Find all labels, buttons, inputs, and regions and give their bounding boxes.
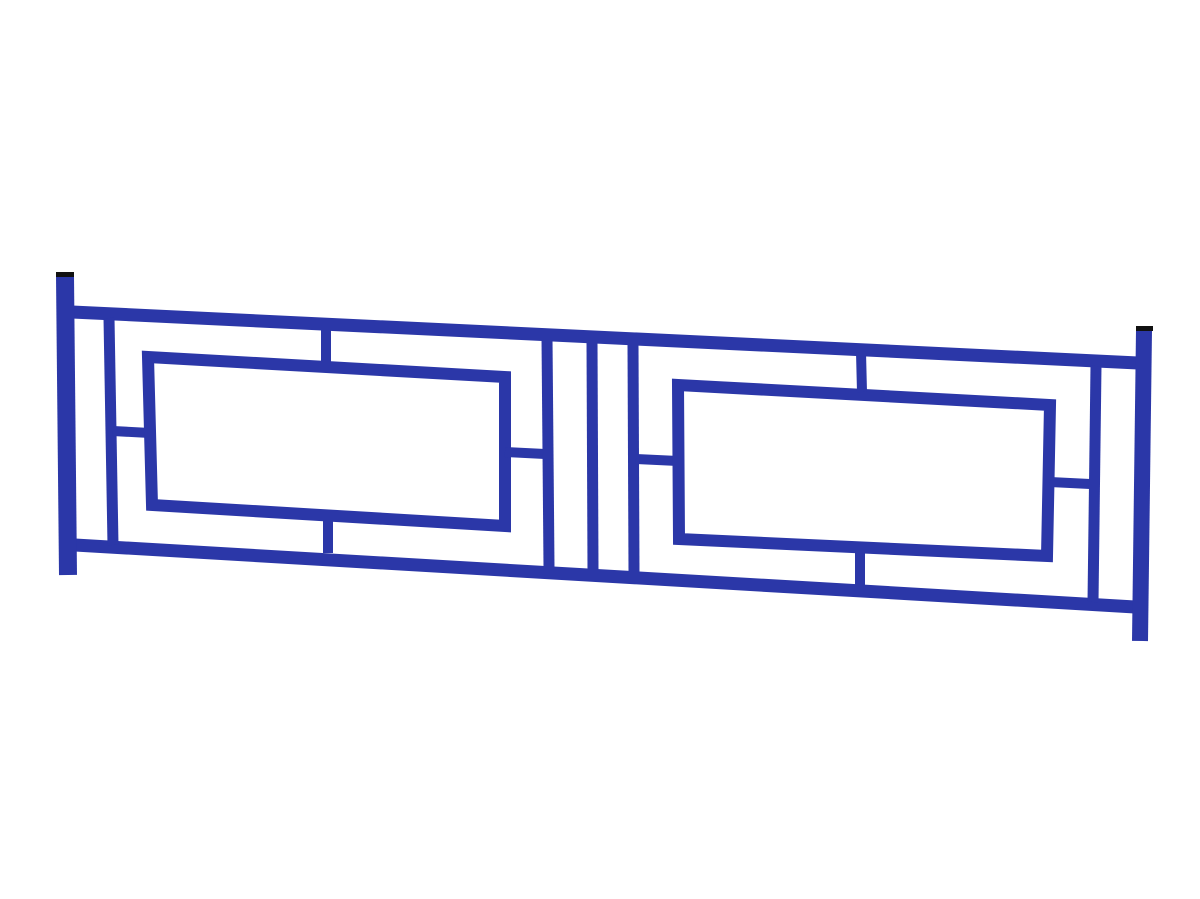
center-upright-2 [586,340,599,571]
left-inner-frame [141,350,511,533]
right-side-connector [1049,477,1091,489]
left-right-connector [504,447,546,459]
right-post-cap [1136,326,1153,331]
left-inner-upright [103,317,119,546]
bottom-rail [74,538,1136,614]
right-inner-frame [671,378,1057,563]
left-side-connector [112,426,151,438]
right-top-connector [856,351,867,393]
center-upright-1 [541,337,555,568]
left-post-cap [56,272,74,277]
right-inner-upright [1087,365,1102,603]
center-upright-3 [627,343,640,573]
fence-frame [56,275,1152,642]
left-post [56,275,77,576]
right-left-connector [635,454,679,466]
right-post [1132,329,1152,642]
top-rail [71,305,1139,370]
